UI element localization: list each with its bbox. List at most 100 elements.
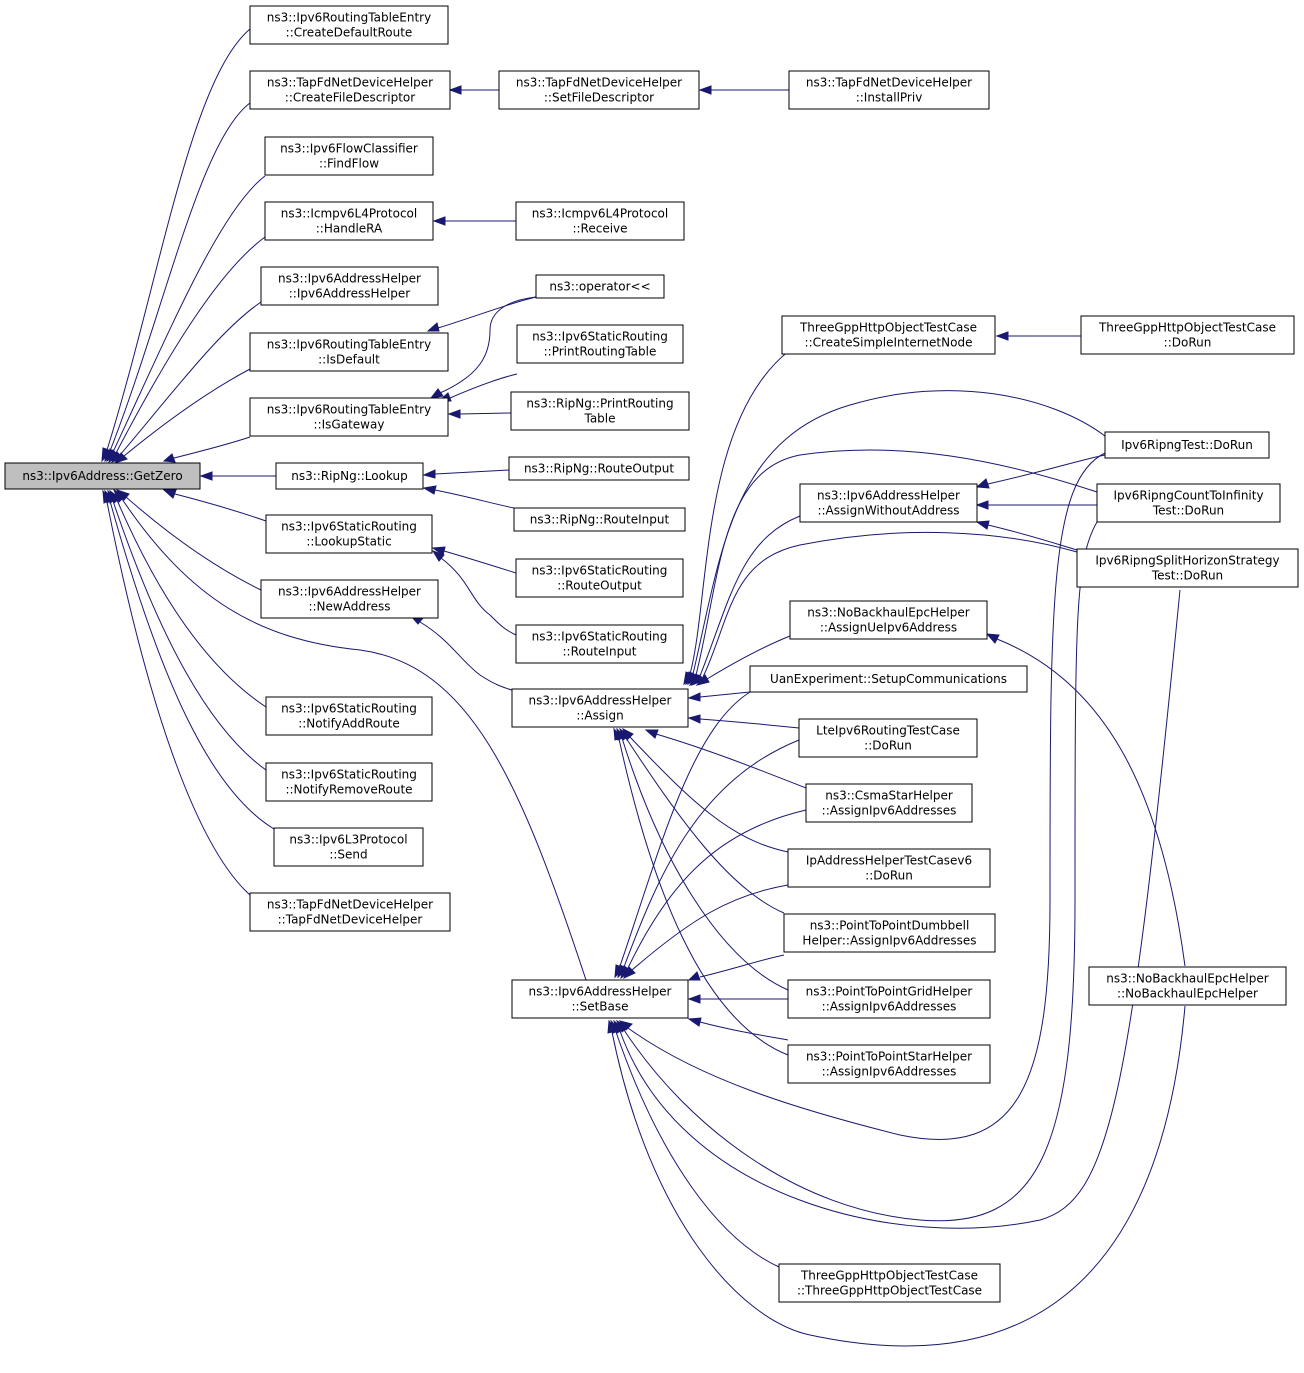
node-ripng-print-routing-table[interactable]: ns3::RipNg::PrintRoutingTable xyxy=(510,391,690,431)
node-ptp-dumbbell-assign-ipv6[interactable]: ns3::PointToPointDumbbellHelper::AssignI… xyxy=(783,913,996,953)
node-label: ::TapFdNetDeviceHelper xyxy=(278,913,423,927)
node-label: ns3::Ipv6AddressHelper xyxy=(278,585,421,599)
node-uan-setup-communications[interactable]: UanExperiment::SetupCommunications xyxy=(749,665,1028,693)
node-box xyxy=(515,558,684,598)
node-box xyxy=(508,456,690,481)
node-box xyxy=(511,979,689,1019)
node-tap-fd-net-device-helper-ctor[interactable]: ns3::TapFdNetDeviceHelper::TapFdNetDevic… xyxy=(249,892,451,932)
node-label: ns3::Ipv6RoutingTableEntry xyxy=(267,11,431,25)
node-label: Test::DoRun xyxy=(1152,504,1224,518)
edge-setbase-csma xyxy=(620,809,807,980)
node-label: ns3::Ipv6AddressHelper xyxy=(817,489,960,503)
node-ipv6-ripng-test-do-run[interactable]: Ipv6RipngTest::DoRun xyxy=(1104,431,1270,459)
node-label: ::DoRun xyxy=(1164,336,1212,350)
node-label: ns3::RipNg::RouteInput xyxy=(530,513,670,527)
node-label: ::ThreeGppHttpObjectTestCase xyxy=(797,1284,982,1298)
node-label: ::HandleRA xyxy=(316,222,383,236)
edge-setbase-lte xyxy=(617,739,800,979)
edge-isg-op xyxy=(429,296,537,399)
edge-assign-csma xyxy=(644,729,807,789)
edge-awa-ripdr xyxy=(975,454,1106,489)
node-no-backhaul-epc-helper-ctor[interactable]: ns3::NoBackhaulEpcHelper::NoBackhaulEpcH… xyxy=(1088,966,1287,1006)
node-box xyxy=(783,913,996,953)
node-box xyxy=(1104,431,1270,459)
node-lte-ipv6-routing-do-run[interactable]: LteIpv6RoutingTestCase::DoRun xyxy=(798,718,978,758)
node-operator-stream[interactable]: ns3::operator<< xyxy=(535,274,665,299)
node-new-address[interactable]: ns3::Ipv6AddressHelper::NewAddress xyxy=(260,579,439,619)
node-handle-ra[interactable]: ns3::Icmpv6L4Protocol::HandleRA xyxy=(264,201,434,241)
node-ipv6-l3-send[interactable]: ns3::Ipv6L3Protocol::Send xyxy=(273,827,424,867)
edge-setbase-ptps xyxy=(687,1017,789,1041)
node-notify-remove-route[interactable]: ns3::Ipv6StaticRouting::NotifyRemoveRout… xyxy=(265,762,433,802)
edge-getzero-cfd xyxy=(104,102,251,463)
node-csma-star-assign-ipv6[interactable]: ns3::CsmaStarHelper::AssignIpv6Addresses xyxy=(805,783,973,823)
node-assign[interactable]: ns3::Ipv6AddressHelper::Assign xyxy=(511,688,689,728)
node-label: ns3::Icmpv6L4Protocol xyxy=(281,207,417,221)
node-ptp-star-assign-ipv6[interactable]: ns3::PointToPointStarHelper::AssignIpv6A… xyxy=(787,1044,991,1084)
node-box xyxy=(798,718,978,758)
node-assign-without-address[interactable]: ns3::Ipv6AddressHelper::AssignWithoutAdd… xyxy=(799,483,978,523)
node-icmpv6-receive[interactable]: ns3::Icmpv6L4Protocol::Receive xyxy=(515,201,685,241)
node-lookup-static[interactable]: ns3::Ipv6StaticRouting::LookupStatic xyxy=(265,514,433,554)
node-label: ::AssignIpv6Addresses xyxy=(822,804,957,818)
edge-getzero-isg xyxy=(162,436,251,463)
node-box xyxy=(249,70,451,110)
node-label: IpAddressHelperTestCasev6 xyxy=(806,854,972,868)
node-static-route-input[interactable]: ns3::Ipv6StaticRouting::RouteInput xyxy=(515,624,684,664)
node-label: ::RouteInput xyxy=(563,645,637,659)
node-create-default-route[interactable]: ns3::Ipv6RoutingTableEntry::CreateDefaul… xyxy=(249,5,449,45)
node-label: ::Ipv6AddressHelper xyxy=(289,287,411,301)
node-three-gpp-do-run[interactable]: ThreeGppHttpObjectTestCase::DoRun xyxy=(1080,315,1295,355)
node-label: ns3::RipNg::Lookup xyxy=(291,469,408,483)
node-is-default[interactable]: ns3::Ipv6RoutingTableEntry::IsDefault xyxy=(249,332,449,372)
edge-setbase-ptpd xyxy=(687,954,785,981)
node-ripng-route-input[interactable]: ns3::RipNg::RouteInput xyxy=(513,507,686,532)
node-notify-add-route[interactable]: ns3::Ipv6StaticRouting::NotifyAddRoute xyxy=(265,696,433,736)
node-label: ::CreateSimpleInternetNode xyxy=(805,336,973,350)
node-label: ::RouteOutput xyxy=(557,579,642,593)
node-label: ns3::Ipv6StaticRouting xyxy=(281,768,417,782)
call-graph-edges xyxy=(101,28,1186,1347)
node-install-priv[interactable]: ns3::TapFdNetDeviceHelper::InstallPriv xyxy=(788,70,990,110)
node-set-file-descriptor[interactable]: ns3::TapFdNetDeviceHelper::SetFileDescri… xyxy=(498,70,700,110)
node-label: ns3::Ipv6StaticRouting xyxy=(532,630,668,644)
node-assign-ue-ipv6-address[interactable]: ns3::NoBackhaulEpcHelper::AssignUeIpv6Ad… xyxy=(789,600,988,640)
node-box xyxy=(1080,315,1295,355)
node-label: ns3::operator<< xyxy=(549,280,650,294)
node-label: ns3::Ipv6RoutingTableEntry xyxy=(267,338,431,352)
node-label: Ipv6RipngTest::DoRun xyxy=(1121,438,1253,452)
node-three-gpp-ctor[interactable]: ThreeGppHttpObjectTestCase::ThreeGppHttp… xyxy=(778,1263,1001,1303)
node-ptp-grid-assign-ipv6[interactable]: ns3::PointToPointGridHelper::AssignIpv6A… xyxy=(787,979,991,1019)
node-box xyxy=(260,579,439,619)
node-static-route-output[interactable]: ns3::Ipv6StaticRouting::RouteOutput xyxy=(515,558,684,598)
node-label: ::DoRun xyxy=(865,869,913,883)
edge-getzero-cdr xyxy=(101,28,251,463)
edge-setbase-uan xyxy=(614,691,751,979)
node-create-simple-internet-node[interactable]: ThreeGppHttpObjectTestCase::CreateSimple… xyxy=(781,315,996,355)
node-label: ::Assign xyxy=(576,709,623,723)
node-getzero[interactable]: ns3::Ipv6Address::GetZero xyxy=(4,462,201,490)
node-set-base[interactable]: ns3::Ipv6AddressHelper::SetBase xyxy=(511,979,689,1019)
edge-setbase-ptpg xyxy=(687,994,788,1004)
node-label: ns3::PointToPointGridHelper xyxy=(806,985,973,999)
node-create-file-descriptor[interactable]: ns3::TapFdNetDeviceHelper::CreateFileDes… xyxy=(249,70,451,110)
node-ripng-lookup[interactable]: ns3::RipNg::Lookup xyxy=(275,462,424,490)
edge-awa-shdr xyxy=(975,520,1078,551)
node-label: ::FindFlow xyxy=(319,157,379,171)
node-ipv6-address-helper-ctor[interactable]: ns3::Ipv6AddressHelper::Ipv6AddressHelpe… xyxy=(260,266,439,306)
node-print-routing-table[interactable]: ns3::Ipv6StaticRouting::PrintRoutingTabl… xyxy=(516,324,684,364)
node-find-flow[interactable]: ns3::Ipv6FlowClassifier::FindFlow xyxy=(264,136,434,176)
node-is-gateway[interactable]: ns3::Ipv6RoutingTableEntry::IsGateway xyxy=(249,397,449,437)
node-label: Helper::AssignIpv6Addresses xyxy=(802,934,976,948)
edge-lookup-rin xyxy=(422,485,515,509)
node-ip-address-helper-testcase-do-run[interactable]: IpAddressHelperTestCasev6::DoRun xyxy=(787,848,991,888)
edge-getzero-ff xyxy=(106,175,266,463)
node-ripng-route-output[interactable]: ns3::RipNg::RouteOutput xyxy=(508,456,690,481)
node-label: ns3::Ipv6RoutingTableEntry xyxy=(267,403,431,417)
edge-getzero-hra xyxy=(108,236,266,464)
node-label: ::NotifyRemoveRoute xyxy=(285,783,412,797)
node-label: ns3::Ipv6AddressHelper xyxy=(529,694,672,708)
edge-assign-ptps xyxy=(613,727,789,1056)
